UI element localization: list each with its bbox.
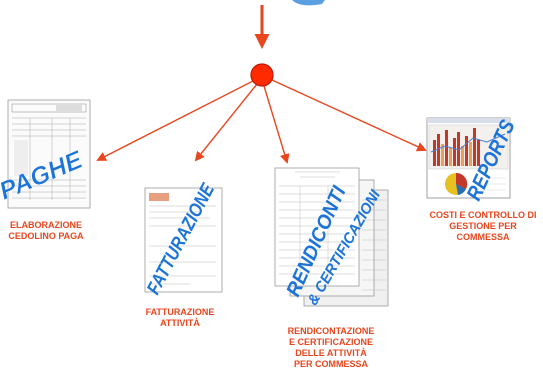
- reports-trend-line: [430, 133, 506, 153]
- arrow-to-reports: [271, 79, 427, 152]
- arrow-to-rendiconti: [263, 85, 290, 164]
- caption-reports: COSTI E CONTROLLO DI GESTIONE PER COMMES…: [429, 210, 537, 242]
- reports-screenshot: [426, 117, 511, 199]
- reports-pie: [445, 172, 468, 195]
- reports-bars: [433, 128, 480, 166]
- arrow-to-paghe: [96, 79, 256, 161]
- hub-node: [250, 63, 274, 87]
- caption-paghe: ELABORAZIONE CEDOLINO PAGA: [8, 220, 84, 241]
- caption-fatturazione: FATTURAZIONE ATTIVITÀ: [145, 307, 215, 328]
- caption-rendiconti: RENDICONTAZIONE E CERTIFICAZIONE DELLE A…: [287, 326, 375, 369]
- arrow-to-fatturazione: [194, 83, 258, 162]
- top-shape-fragment: [292, 0, 325, 6]
- fatturazione-document: [144, 187, 223, 293]
- rendiconti-documents: [274, 167, 389, 307]
- paghe-document: [7, 99, 91, 209]
